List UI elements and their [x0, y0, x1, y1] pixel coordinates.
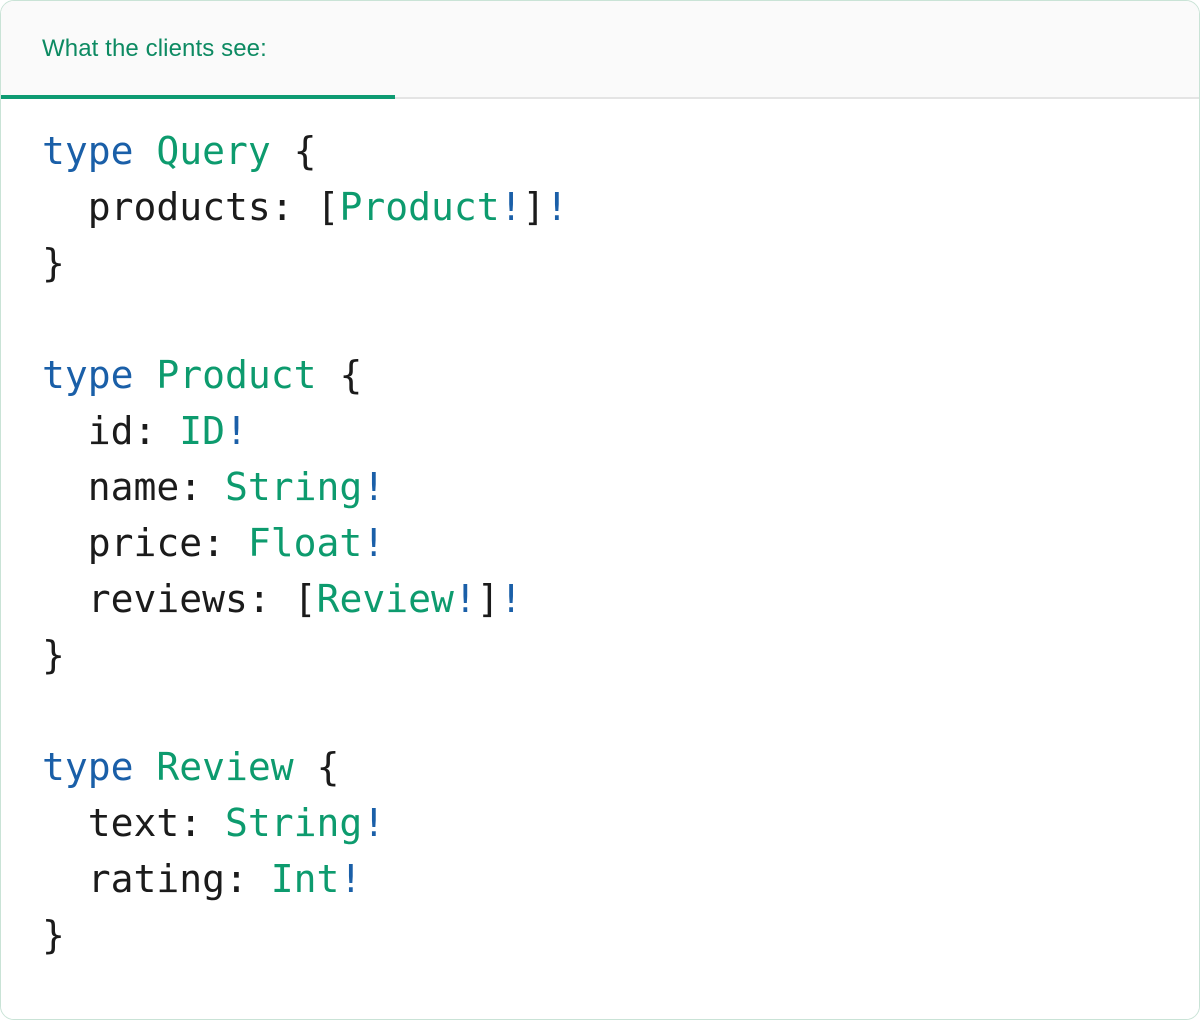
code-token: { [316, 353, 363, 397]
code-line: type Product { [42, 347, 1199, 403]
code-token: ! [453, 577, 477, 621]
code-token: reviews: [42, 577, 294, 621]
code-token [134, 745, 157, 789]
code-line: text: String! [42, 795, 1199, 851]
graphql-schema-code[interactable]: type Query { products: [Product!]!} type… [1, 123, 1199, 963]
code-token: ! [362, 521, 386, 565]
active-tab-underline [1, 95, 395, 99]
code-token: ! [362, 801, 386, 845]
code-token: Review [316, 577, 454, 621]
code-token: { [293, 745, 340, 789]
code-line: price: Float! [42, 515, 1199, 571]
code-token: type [42, 129, 134, 173]
code-line: } [42, 627, 1199, 683]
code-token: name: [42, 465, 226, 509]
code-token: rating: [42, 857, 271, 901]
code-token: ] [522, 185, 546, 229]
code-line: products: [Product!]! [42, 179, 1199, 235]
code-panel: type Query { products: [Product!]!} type… [1, 99, 1199, 1019]
code-token: ! [225, 409, 248, 453]
code-token: ! [545, 185, 569, 229]
code-token: Product [339, 185, 500, 229]
code-line: rating: Int! [42, 851, 1199, 907]
code-line: } [42, 907, 1199, 963]
code-line [42, 291, 1199, 347]
code-token: products: [42, 185, 317, 229]
code-token: type [42, 353, 134, 397]
code-token: price: [42, 521, 248, 565]
code-token: [ [316, 185, 340, 229]
code-token [134, 129, 157, 173]
code-line: reviews: [Review!]! [42, 571, 1199, 627]
code-token [134, 353, 157, 397]
code-token: type [42, 745, 134, 789]
code-token: } [42, 633, 65, 677]
code-line [42, 683, 1199, 739]
code-token: String [225, 801, 363, 845]
code-line: type Query { [42, 123, 1199, 179]
tab-what-the-clients-see[interactable]: What the clients see: [1, 1, 293, 98]
code-token: { [270, 129, 317, 173]
code-token: ID [179, 409, 226, 453]
code-line: } [42, 235, 1199, 291]
code-line: name: String! [42, 459, 1199, 515]
code-token: ! [339, 857, 363, 901]
code-token: Product [156, 353, 317, 397]
code-token: ! [499, 577, 523, 621]
code-token: ! [362, 465, 386, 509]
code-line: type Review { [42, 739, 1199, 795]
code-token: } [42, 913, 65, 957]
code-token: String [225, 465, 363, 509]
code-token: Review [156, 745, 294, 789]
code-token: ] [476, 577, 500, 621]
tab-bar: What the clients see: [1, 1, 1199, 99]
code-token: text: [42, 801, 226, 845]
code-token: ! [499, 185, 523, 229]
code-token: Int [270, 857, 340, 901]
code-token: } [42, 241, 65, 285]
code-token: [ [293, 577, 317, 621]
code-token: Float [247, 521, 363, 565]
code-token: Query [156, 129, 271, 173]
code-token: id: [42, 409, 180, 453]
tab-label: What the clients see: [42, 35, 267, 62]
code-line: id: ID! [42, 403, 1199, 459]
